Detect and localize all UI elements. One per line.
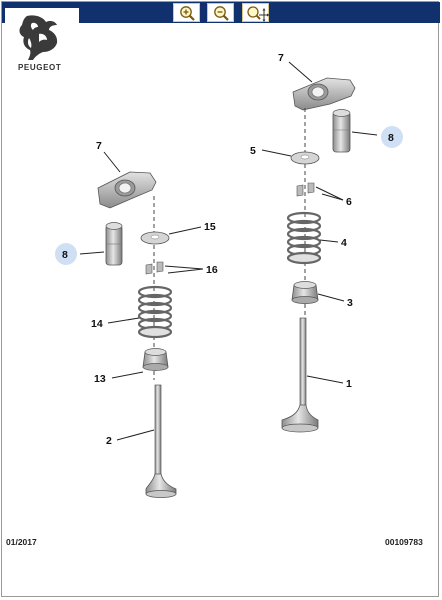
callout-2[interactable]: 2 bbox=[106, 435, 112, 447]
header-bar bbox=[2, 2, 440, 23]
callout-5[interactable]: 5 bbox=[250, 145, 256, 157]
valve-spring-left bbox=[137, 285, 173, 339]
valve-right bbox=[281, 317, 319, 433]
zoom-pan-icon bbox=[247, 6, 270, 22]
callout-3[interactable]: 3 bbox=[347, 297, 353, 309]
callout-4[interactable]: 4 bbox=[341, 237, 347, 249]
zoom-out-icon bbox=[214, 6, 229, 21]
valve-collets-left bbox=[145, 261, 164, 275]
rocker-arm-left bbox=[97, 171, 157, 209]
callout-13[interactable]: 13 bbox=[94, 373, 106, 385]
callout-14[interactable]: 14 bbox=[91, 318, 103, 330]
leader-lines bbox=[79, 61, 378, 441]
stem-seal-left bbox=[142, 348, 169, 371]
callout-7-left[interactable]: 7 bbox=[96, 140, 102, 152]
footer-reference: 00109783 bbox=[385, 537, 423, 547]
callout-16[interactable]: 16 bbox=[206, 264, 218, 276]
valve-left bbox=[145, 384, 177, 498]
callout-8-left[interactable]: 8 bbox=[62, 249, 68, 261]
highlight-8-right[interactable] bbox=[381, 126, 403, 148]
valve-collets-right bbox=[296, 182, 315, 197]
highlight-8-left[interactable] bbox=[55, 243, 77, 265]
hydraulic-tappet-left bbox=[105, 222, 123, 266]
hydraulic-tappet-right bbox=[332, 109, 351, 153]
peugeot-lion-icon bbox=[19, 15, 58, 60]
callout-6[interactable]: 6 bbox=[346, 196, 352, 208]
brand-name: PEUGEOT bbox=[18, 63, 62, 72]
spring-retainer-right bbox=[290, 151, 320, 165]
brand-logo: PEUGEOT bbox=[5, 8, 79, 72]
zoom-in-icon bbox=[180, 6, 195, 21]
callout-15[interactable]: 15 bbox=[204, 221, 216, 233]
spring-retainer-left bbox=[140, 231, 170, 245]
zoom-out-button[interactable] bbox=[207, 3, 234, 22]
valve-spring-right bbox=[286, 211, 322, 265]
footer-date: 01/2017 bbox=[6, 537, 37, 547]
stem-seal-right bbox=[291, 281, 319, 304]
callout-7-right[interactable]: 7 bbox=[278, 52, 284, 64]
zoom-in-button[interactable] bbox=[173, 3, 200, 22]
callout-1[interactable]: 1 bbox=[346, 378, 352, 390]
zoom-pan-button[interactable] bbox=[242, 3, 270, 22]
callout-8-right[interactable]: 8 bbox=[388, 132, 394, 144]
rocker-arm-right bbox=[292, 77, 356, 111]
